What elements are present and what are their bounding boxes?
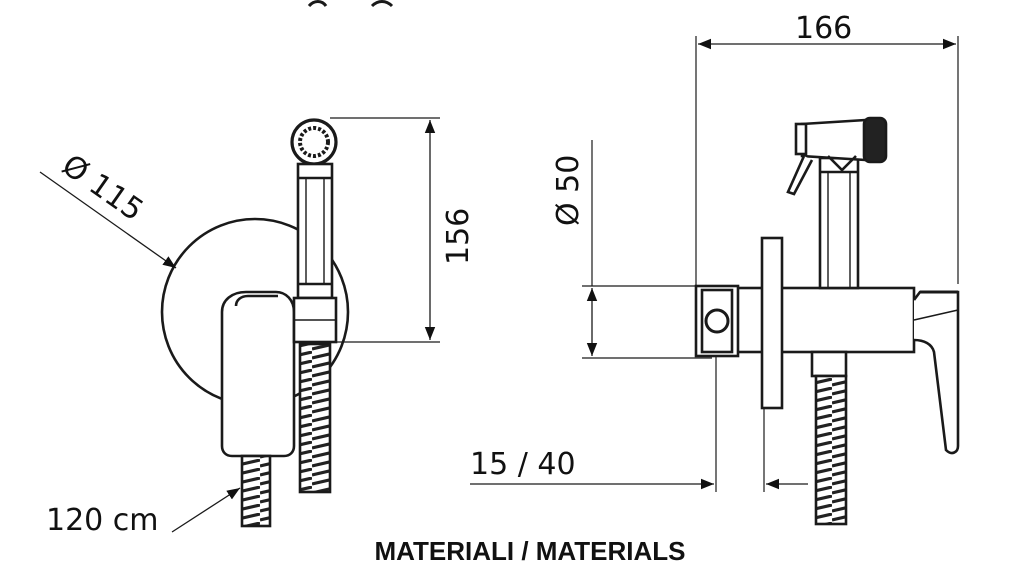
mixer-lever <box>912 290 960 455</box>
dim-hose-length: 120 cm <box>46 503 159 538</box>
shower-pipe <box>818 156 860 290</box>
dim-height-156: 156 <box>441 208 476 265</box>
dim-diameter-50: Ø 50 <box>551 155 586 226</box>
side-hose-connector <box>810 350 848 378</box>
shower-nozzle <box>862 116 888 164</box>
side-view <box>470 36 960 526</box>
wall-flange <box>760 236 784 410</box>
hose-right <box>298 342 332 494</box>
hose-left <box>240 454 272 528</box>
side-hose <box>814 374 848 526</box>
top-fragment <box>307 0 394 8</box>
shower-body <box>296 162 334 300</box>
front-view <box>39 0 440 533</box>
caption-materials: MATERIALI / MATERIALS <box>374 536 686 566</box>
shower-head <box>800 118 868 162</box>
dim-depth-15-40: 15 / 40 <box>470 447 576 482</box>
dim-width-166: 166 <box>795 11 852 46</box>
lever-handle <box>220 290 296 458</box>
shower-trigger <box>786 155 814 196</box>
